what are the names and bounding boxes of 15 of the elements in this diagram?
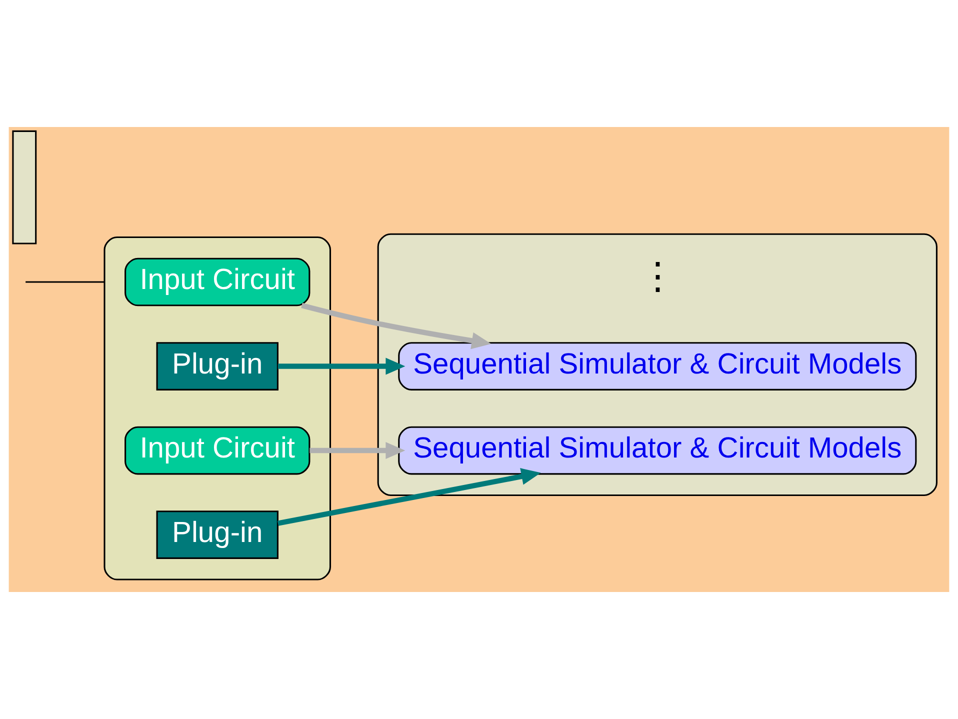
node-box — [12, 130, 37, 244]
node-box: Sequential Simulator & Circuit Models — [398, 426, 917, 475]
cluster — [377, 233, 938, 496]
node-box: Plug-in — [156, 342, 278, 390]
cluster — [104, 236, 332, 580]
arrow — [301, 302, 492, 350]
connector — [26, 281, 104, 283]
label: ⋮ — [638, 255, 676, 298]
arrow — [277, 468, 541, 526]
node-box: Sequential Simulator & Circuit Models — [398, 342, 917, 390]
node-box: Input Circuit — [124, 426, 310, 475]
arrow — [310, 442, 406, 460]
node-box: Plug-in — [156, 510, 278, 559]
arrow — [278, 358, 406, 375]
node-box: Input Circuit — [124, 258, 310, 306]
